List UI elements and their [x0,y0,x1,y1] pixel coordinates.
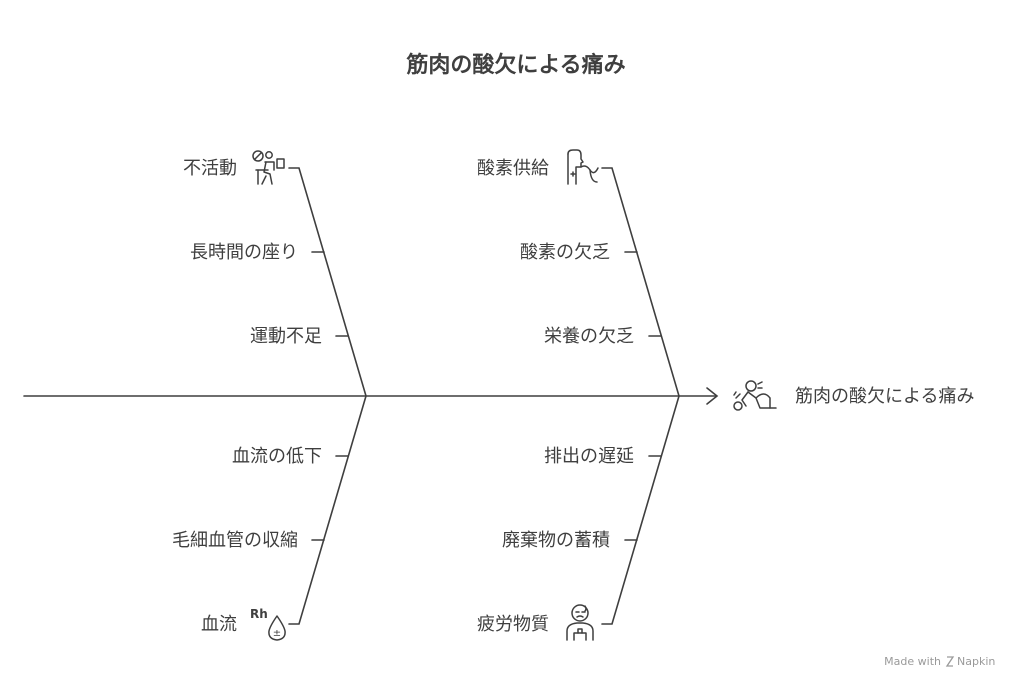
cause-label: 血流の低下 [232,446,322,467]
cause-label: 長時間の座り [190,242,298,263]
category-label-blood: 血流 [201,614,237,635]
napkin-watermark: Made with Napkin [884,655,995,668]
bone-fatigue [601,395,680,625]
rh-text: Rh [250,607,268,621]
person-breathing-icon [567,149,599,185]
person-in-pain-icon [733,380,777,411]
watermark-made-with: Made with [884,655,941,668]
category-label-fatigue: 疲労物質 [477,614,549,635]
bone-inactivity [288,167,367,397]
category-label-inactivity: 不活動 [183,158,237,179]
bone-oxygen [601,167,680,397]
napkin-logo-icon [945,656,955,667]
plus-minus-text: ± [273,628,281,639]
tired-person-icon [566,604,594,641]
cause-label: 栄養の欠乏 [544,326,634,347]
person-at-desk-icon [252,150,285,185]
cause-label: 運動不足 [250,326,322,347]
cause-label: 排出の遅延 [544,446,634,467]
spine-arrowhead [706,387,719,405]
watermark-brand: Napkin [957,655,995,668]
category-label-oxygen: 酸素供給 [477,158,549,179]
cause-label: 廃棄物の蓄積 [502,530,610,551]
diagram-title: 筋肉の酸欠による痛み [405,52,625,78]
cause-label: 酸素の欠乏 [520,242,610,263]
blood-drop-icon: Rh ± [250,607,286,641]
cause-label: 毛細血管の収縮 [172,530,298,551]
bone-blood [288,395,367,625]
effect-label: 筋肉の酸欠による痛み [795,386,974,407]
